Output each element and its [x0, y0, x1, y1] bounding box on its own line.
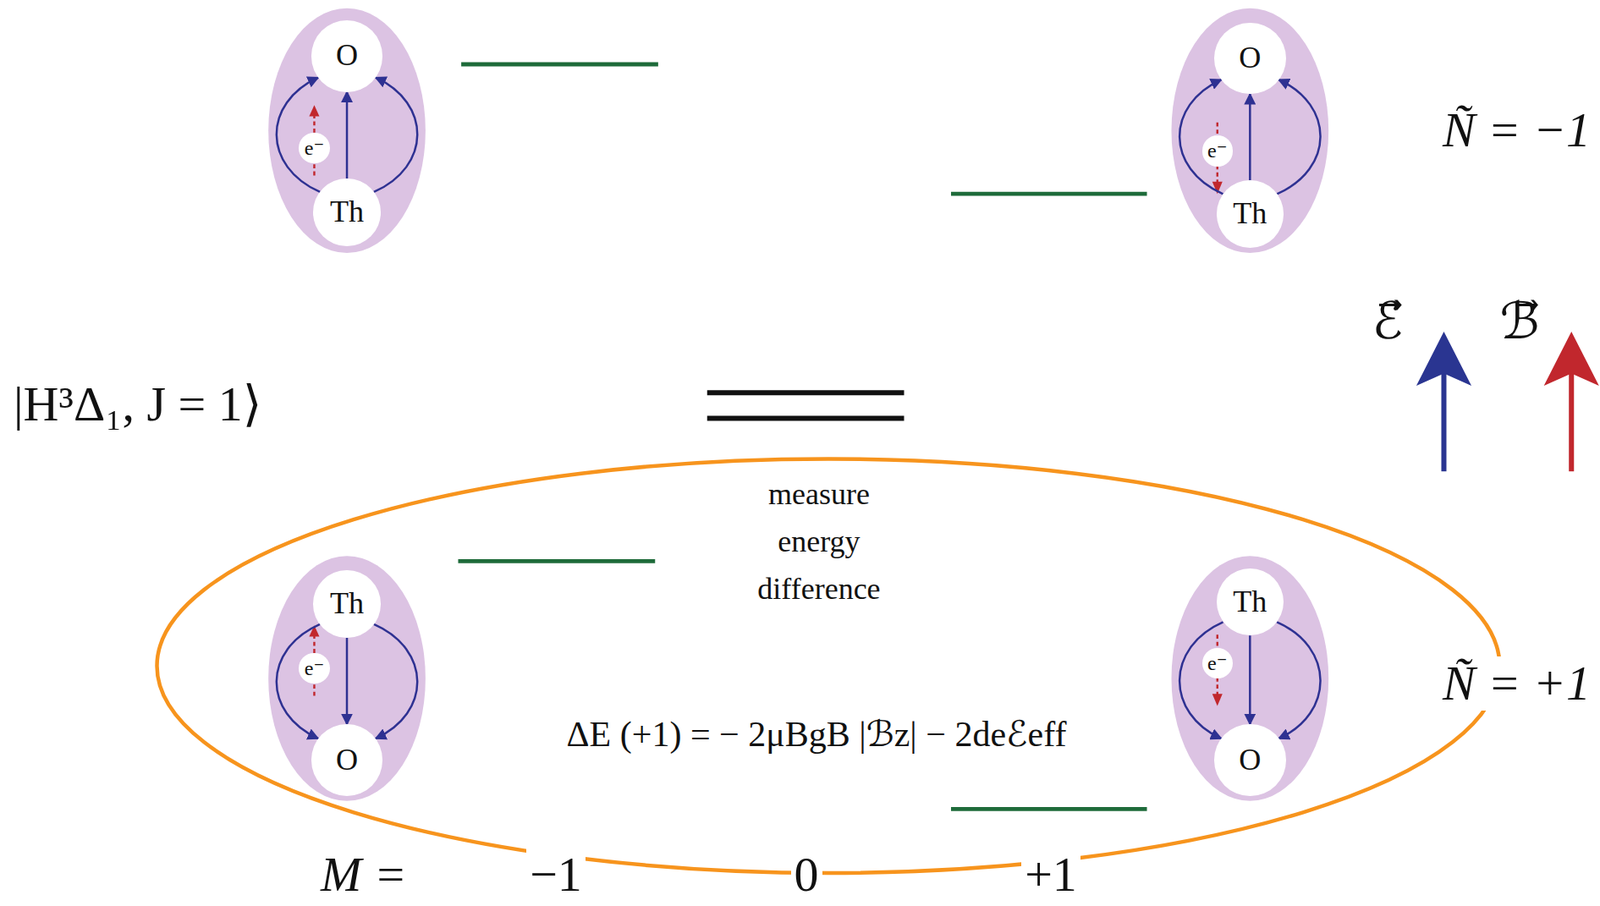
energy-level	[951, 807, 1148, 812]
molecule-cloud	[1171, 555, 1329, 801]
electric-field-arrowhead	[1416, 331, 1472, 386]
energy-level	[461, 62, 659, 67]
electron-label: e⁻	[304, 657, 325, 681]
magnetic-field-arrow	[1568, 372, 1574, 472]
energy-level	[457, 559, 655, 564]
quantum-number-label: Ñ = −1	[1439, 103, 1595, 158]
bond-arrow	[1276, 79, 1320, 194]
atom-label: O	[335, 743, 358, 778]
electric-field-arrow	[1440, 372, 1447, 472]
electron-circle: e⁻	[1202, 135, 1233, 166]
measurement-ellipse: measure energy difference ΔE (+1) = − 2μB…	[154, 456, 1502, 875]
ellipse-outline	[154, 456, 1502, 875]
atom-circle: Th	[313, 570, 381, 638]
atom-label: O	[1238, 41, 1261, 76]
molecule-cloud	[1171, 8, 1329, 253]
spin-arrowhead	[1212, 693, 1223, 706]
bond-arrow	[1248, 635, 1252, 725]
atom-circle: O	[311, 724, 383, 796]
tick-label: 0	[791, 847, 823, 902]
atom-circle: O	[1214, 724, 1286, 796]
spin-arrowhead	[308, 104, 319, 116]
bond-arrow	[1276, 621, 1320, 739]
molecule-clouds	[268, 8, 1329, 802]
state-label: |H³Δ₁, J = 1⟩	[10, 377, 265, 432]
axis-label: M =	[317, 847, 411, 902]
bond-arrow	[346, 92, 349, 180]
electron-circle: e⁻	[1202, 648, 1233, 679]
atom-label: Th	[329, 195, 364, 230]
tick-label: +1	[1021, 847, 1081, 902]
quantum-number-label: Ñ = +1	[1439, 656, 1595, 711]
molecule-cloud	[268, 555, 426, 801]
spin-arrowheads	[308, 104, 1222, 706]
ellipse-outline-shape	[157, 459, 1501, 874]
energy-level	[707, 390, 905, 396]
electron-label: e⁻	[1207, 139, 1227, 163]
field-arrow	[1416, 331, 1600, 472]
magnetic-field-arrowhead	[1544, 331, 1600, 386]
tick-label: −1	[526, 847, 586, 902]
atom-label: O	[335, 38, 358, 73]
atom-circle: Th	[313, 178, 381, 247]
ellipse-note: measure energy difference	[734, 470, 904, 613]
atom-label: O	[1238, 743, 1261, 778]
bond-arrow	[1179, 621, 1223, 739]
electron-label: e⁻	[304, 137, 325, 160]
atom-circle: Th	[1216, 180, 1285, 248]
degenerate-level	[707, 392, 905, 418]
bond-arrow	[373, 77, 418, 193]
molecule-cloud	[268, 8, 426, 253]
field-label: ℬ⃗	[1495, 293, 1543, 350]
field-label: ℰ⃗	[1369, 293, 1407, 350]
atom-circle: O	[1214, 22, 1286, 94]
energy-level	[707, 415, 905, 421]
spin-arrows	[313, 114, 1217, 696]
energy-level	[951, 192, 1148, 197]
bond-arrow	[1248, 93, 1252, 182]
electron-circle: e⁻	[298, 132, 330, 164]
atom-label: Th	[1232, 585, 1267, 620]
bond-arrow	[346, 637, 349, 726]
atom-label: Th	[329, 587, 364, 622]
bond-arrow	[373, 624, 418, 739]
electron-circle: e⁻	[298, 653, 330, 684]
atom-circle: Th	[1216, 568, 1285, 637]
atom-label: Th	[1232, 197, 1267, 231]
atom-circle: O	[311, 20, 383, 92]
energy-levels	[457, 64, 1147, 809]
electron-label: e⁻	[1207, 652, 1227, 676]
energy-equation: ΔE (+1) = − 2μBgB |ℬz| − 2deℰeff	[566, 714, 1067, 754]
